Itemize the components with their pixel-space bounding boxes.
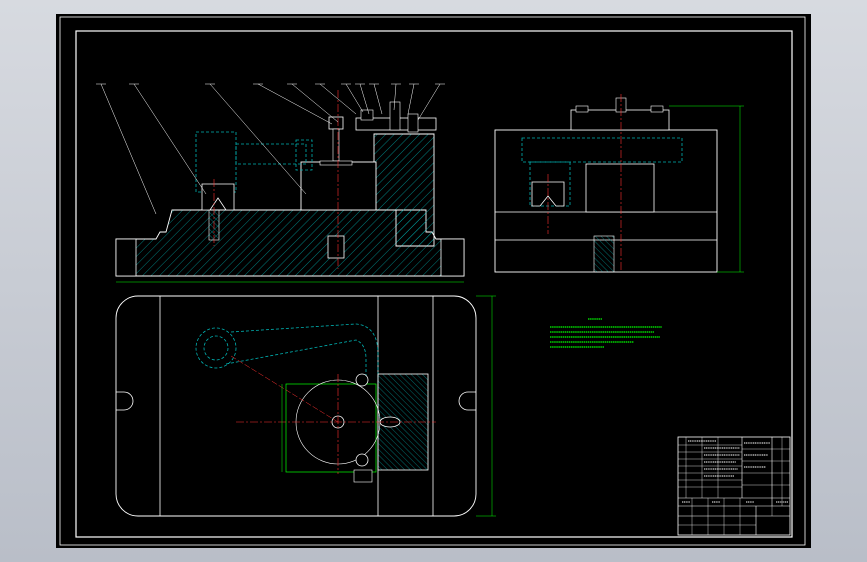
bottom-nut bbox=[327, 235, 345, 259]
assembly-drawing bbox=[59, 16, 806, 546]
title-block bbox=[677, 436, 791, 536]
top-workpiece bbox=[285, 383, 377, 473]
sheet-outer-border bbox=[59, 16, 806, 546]
balloon-leaders bbox=[100, 83, 441, 215]
side-workpiece bbox=[585, 163, 655, 213]
side-clamp bbox=[570, 109, 670, 131]
cad-viewport[interactable] bbox=[56, 14, 811, 548]
side-view bbox=[494, 94, 744, 273]
workpiece-block bbox=[300, 161, 377, 211]
swing-arm-dashed bbox=[195, 131, 313, 193]
top-view bbox=[115, 295, 496, 517]
hex-nut bbox=[328, 116, 344, 130]
mount-slot-right bbox=[458, 391, 476, 411]
sheet-inner-border bbox=[75, 30, 793, 538]
v-block bbox=[201, 183, 235, 211]
front-view bbox=[96, 83, 465, 283]
technical-notes bbox=[550, 318, 662, 348]
mount-slot-left bbox=[116, 391, 134, 411]
